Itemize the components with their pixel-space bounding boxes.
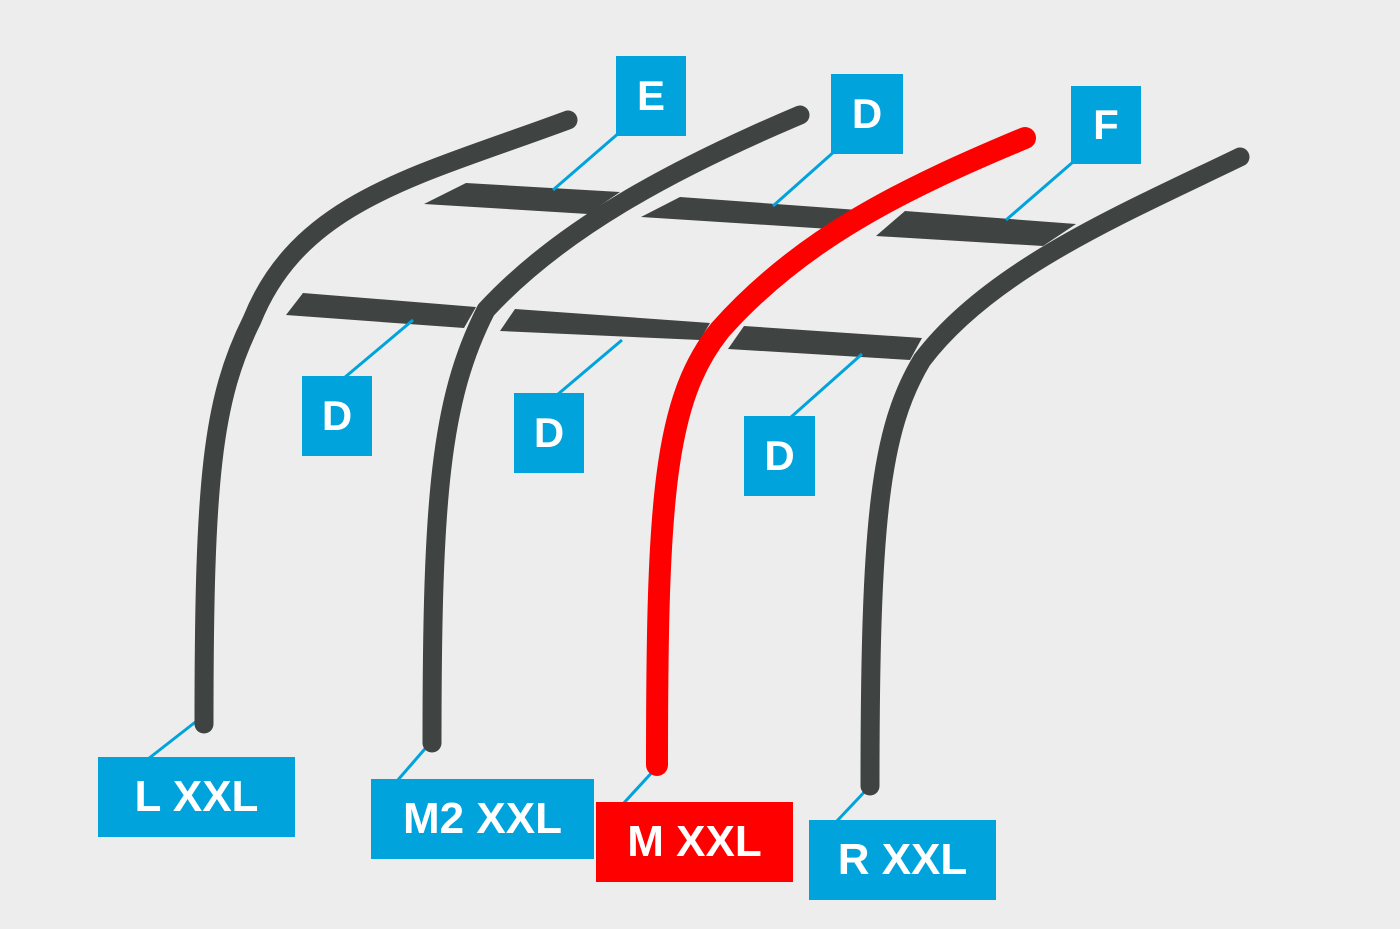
label-crossbar-f: F	[1071, 86, 1141, 164]
label-crossbar-d-upper: D	[831, 74, 903, 154]
label-crossbar-e: E	[616, 56, 686, 136]
pole-m-xxl	[646, 127, 1036, 776]
label-crossbar-d-lower-right: D	[744, 416, 815, 496]
crossbar-lower-left	[286, 293, 476, 328]
leader-line-d-right	[789, 352, 863, 420]
pole-m2-xxl	[422, 105, 810, 753]
leader-line-d-middle	[556, 338, 623, 397]
crossbar-lower-right	[728, 326, 922, 360]
leader-line-e	[552, 130, 621, 192]
label-crossbar-d-lower-left: D	[302, 376, 372, 456]
crossbar-upper-right	[876, 211, 1076, 246]
label-pole-m2-xxl: M2 XXL	[371, 779, 594, 859]
crossbar-upper-middle	[641, 197, 858, 229]
leader-line-m-xxl	[620, 766, 658, 807]
leader-line-d-left	[343, 318, 414, 380]
label-pole-l-xxl: L XXL	[98, 757, 295, 837]
crossbar-upper-left	[424, 183, 620, 214]
crossbar-lower-middle	[500, 309, 710, 340]
leader-line-l-xxl	[147, 718, 199, 761]
leader-line-f	[1005, 160, 1074, 222]
label-pole-m-xxl: M XXL	[596, 802, 793, 882]
label-pole-r-xxl: R XXL	[809, 820, 996, 900]
pole-r-xxl	[860, 147, 1250, 796]
leader-line-d-top	[772, 148, 837, 208]
leader-line-m2-xxl	[395, 742, 432, 782]
label-crossbar-d-lower-middle: D	[514, 393, 584, 473]
pole-l-xxl	[194, 110, 578, 734]
